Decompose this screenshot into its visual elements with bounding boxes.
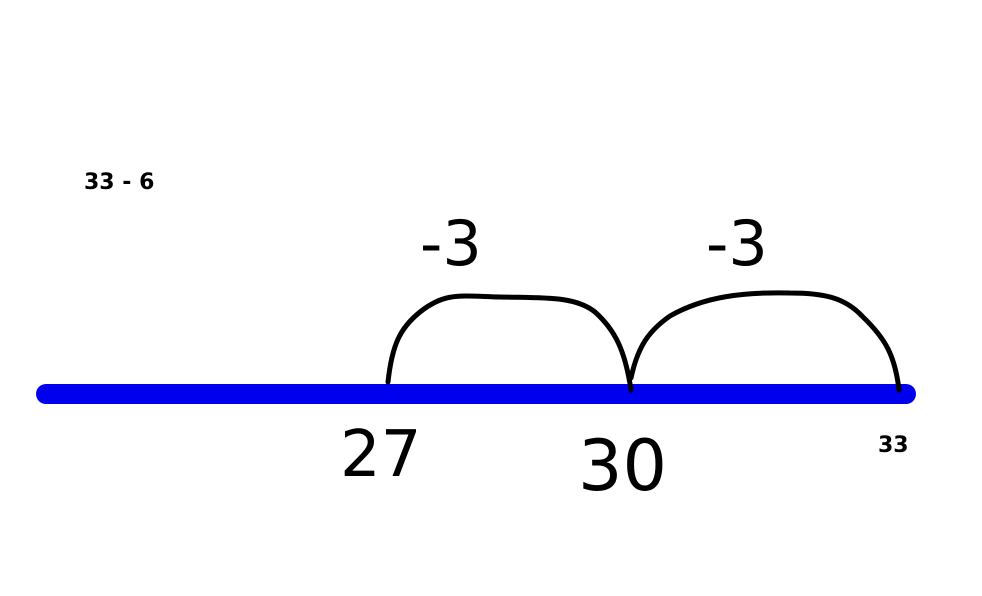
jump-arc-30-33	[628, 290, 902, 393]
tick-label-30: 30	[578, 425, 667, 507]
tick-label-33: 33	[878, 433, 909, 458]
jump-arc-27-30	[385, 293, 634, 393]
jump-label-right: -3	[706, 207, 768, 280]
jump-label-left: -3	[420, 207, 482, 280]
expression-label: 33 - 6	[84, 170, 154, 195]
tick-label-27: 27	[340, 418, 421, 492]
